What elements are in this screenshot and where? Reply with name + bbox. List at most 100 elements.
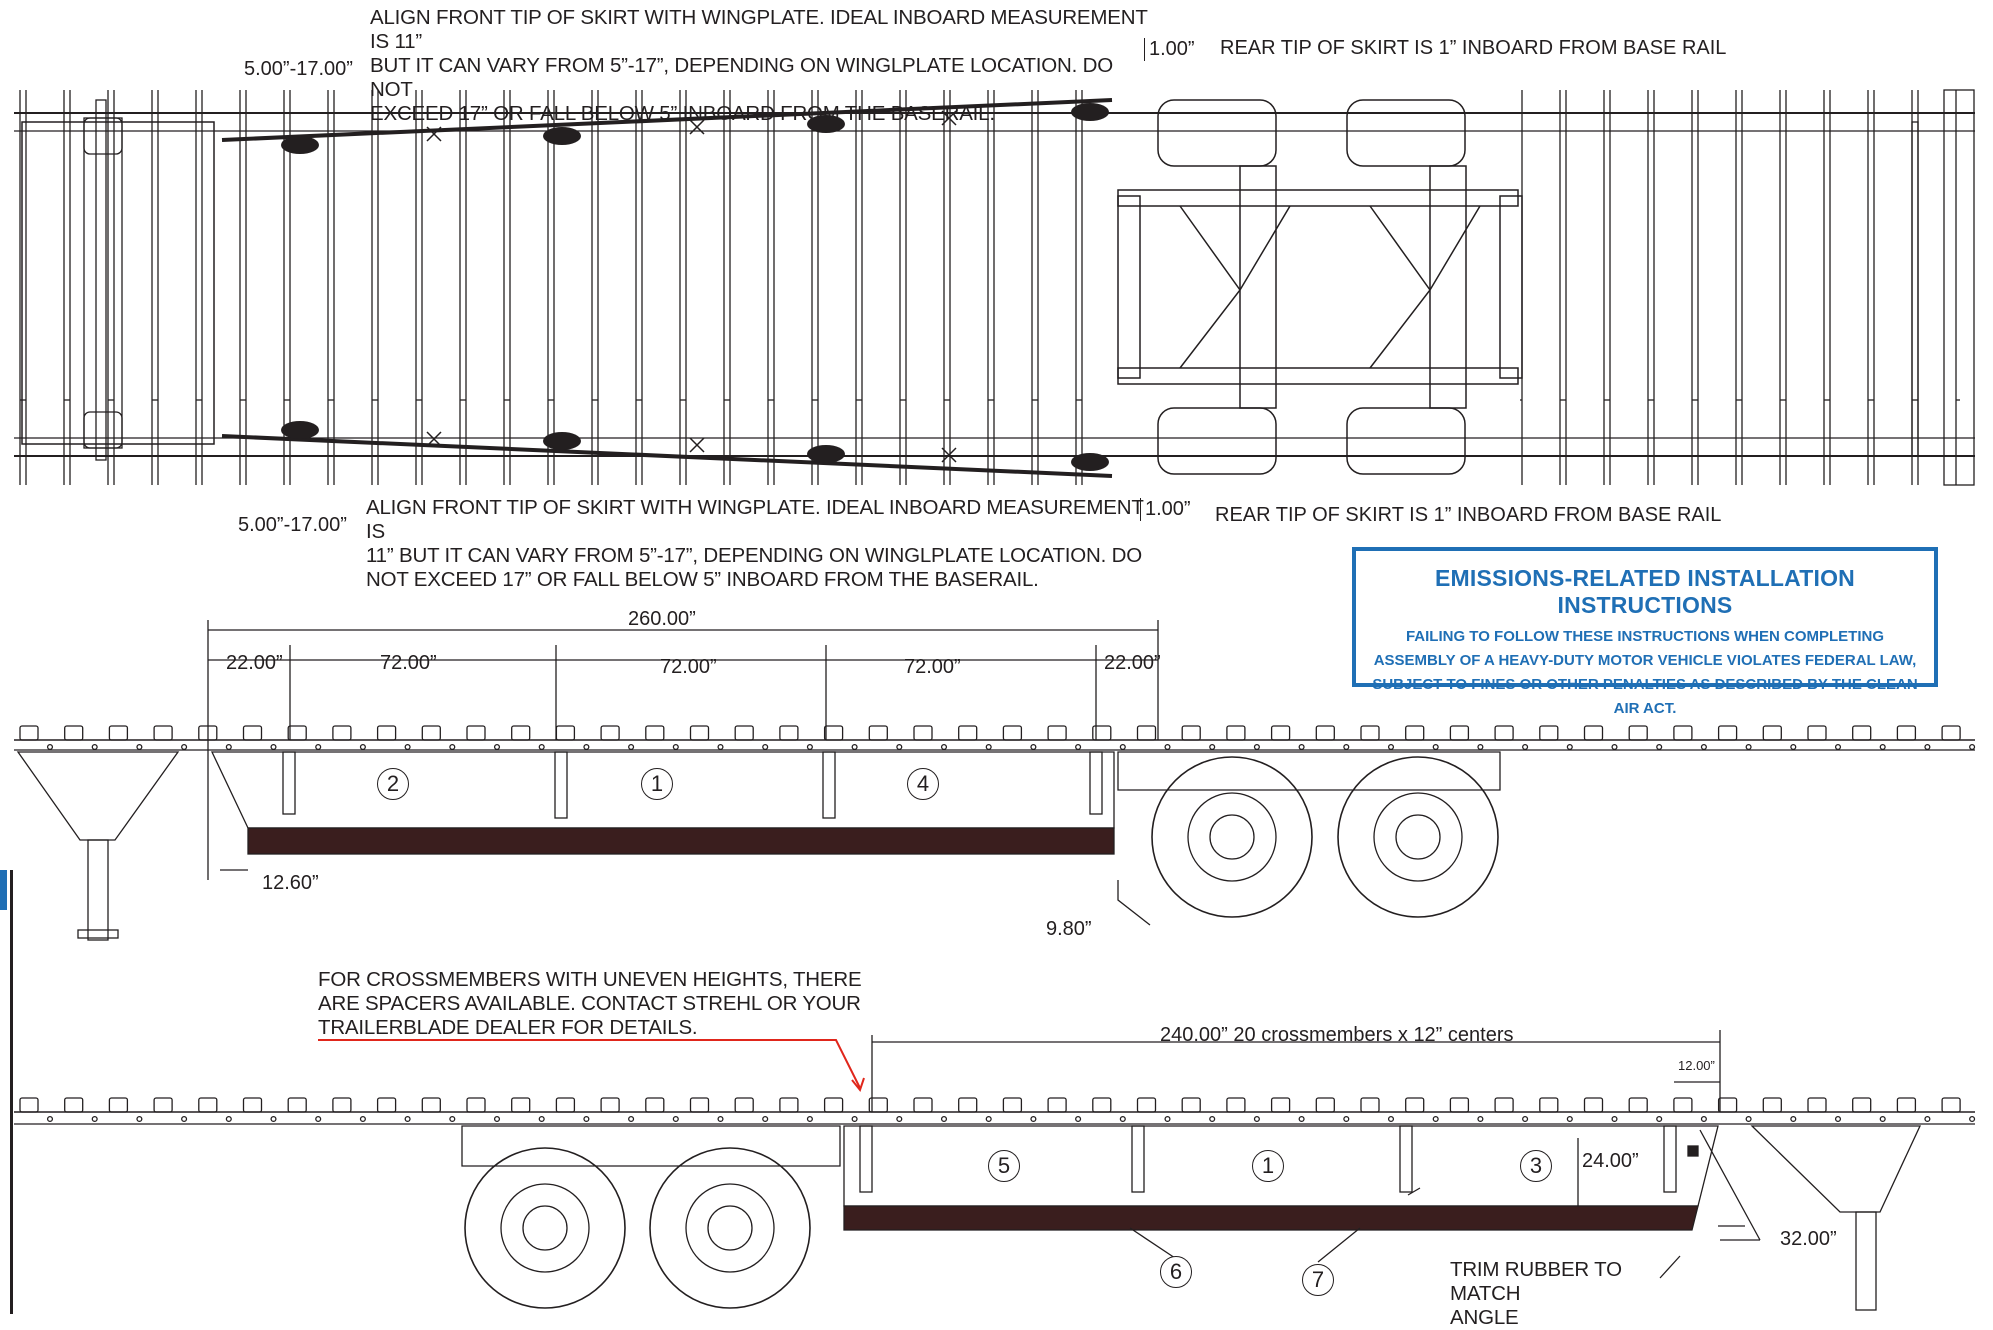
crossmember-head (645, 725, 665, 741)
rail-bolt (449, 1115, 456, 1123)
crossmember-head (779, 725, 799, 741)
crossmember-head (376, 1097, 397, 1113)
crossmember-head (108, 1097, 129, 1113)
crossmember-head (779, 1097, 799, 1113)
rail-bolt (940, 743, 948, 751)
rail-bolt (1700, 1115, 1707, 1123)
crossmember-head (1673, 725, 1693, 741)
skirt-height-dim: 24.00” (1582, 1150, 1639, 1172)
crossmember-head (958, 1097, 978, 1113)
crossmember-head (1494, 725, 1514, 741)
crossmember-head (1360, 725, 1380, 741)
rear-dim-lower: 1.00” (1140, 498, 1191, 521)
overall-length-dim: 260.00” (628, 608, 696, 630)
rail-bolt (672, 743, 679, 751)
crossmember-head (1181, 1097, 1201, 1113)
crossmember-head (1941, 1097, 1961, 1113)
rail-bolt (1969, 743, 1976, 751)
rail-bolt (1700, 743, 1707, 751)
rail-bolt (181, 1115, 188, 1123)
crossmember-head (645, 1097, 665, 1113)
crossmember-head (555, 725, 576, 741)
rail-bolt (1879, 743, 1886, 751)
crossmember-head (1628, 725, 1648, 741)
crossmember-head (555, 1097, 576, 1113)
callout-7: 7 (1302, 1264, 1334, 1296)
crossmember-head (287, 1097, 307, 1113)
crossmember-head (1717, 725, 1738, 741)
rail-bolt (940, 1115, 948, 1123)
side-view-upper (14, 620, 1976, 941)
rail-bolt (1119, 1115, 1126, 1123)
rail-bolt (46, 743, 54, 751)
crossmember-head (1136, 1097, 1157, 1113)
rail-bolt (225, 743, 232, 751)
panel-number-1: 1 (641, 768, 673, 800)
crossmember-head (913, 725, 933, 741)
crossmember-head (734, 725, 754, 741)
rail-bolt (806, 1115, 813, 1123)
crossmember-head (511, 1097, 531, 1113)
rail-bolt (1924, 1115, 1931, 1123)
rail-bolt (359, 743, 366, 751)
rail-bolt (1566, 1115, 1573, 1123)
rail-bolt (404, 743, 411, 751)
rail-bolt (1119, 743, 1126, 751)
crossmember-head (376, 725, 397, 741)
crossmember-head (1449, 1097, 1470, 1113)
rail-bolt (851, 743, 858, 751)
panel-number-5: 5 (988, 1150, 1020, 1182)
crossmember-head (1315, 725, 1335, 741)
rail-bolt (1387, 1115, 1395, 1123)
crossmember-head (1762, 725, 1782, 741)
rear-dim-upper: 1.00” (1144, 38, 1195, 61)
rail-bolt (1253, 743, 1260, 751)
rail-bolt (1432, 1115, 1439, 1123)
rail-bolt (91, 1115, 98, 1123)
rail-bolt (717, 1115, 724, 1123)
panel-number-1b: 1 (1252, 1150, 1284, 1182)
rail-bolt (1298, 1115, 1305, 1123)
crossmember-head (1896, 725, 1917, 741)
rail-bolt (717, 743, 724, 751)
rail-bolt (1432, 743, 1439, 751)
rail-bolt (91, 743, 98, 751)
crossmember-head (1226, 725, 1246, 741)
crossmember-head (19, 725, 39, 741)
side-view-lower (14, 1030, 1976, 1311)
crossmember-head (600, 1097, 620, 1113)
rail-bolt (270, 1115, 277, 1123)
rail-bolt (225, 1115, 232, 1123)
crossmember-head (1494, 1097, 1514, 1113)
rear-offset-dim: 9.80” (1046, 918, 1092, 940)
emissions-title: EMISSIONS-RELATED INSTALLATION INSTRUCTI… (1435, 565, 1855, 618)
rail-bolt (1164, 1115, 1171, 1123)
rail-bolt (1253, 1115, 1260, 1123)
crossmember-head (1896, 1097, 1917, 1113)
crossmember-head (1762, 1097, 1782, 1113)
crossmember-head (198, 1097, 218, 1113)
rail-bolt (1834, 743, 1842, 751)
rear-note-lower: REAR TIP OF SKIRT IS 1” INBOARD FROM BAS… (1215, 504, 1722, 526)
crossmember-head (958, 725, 978, 741)
crossmember-head (1449, 725, 1470, 741)
rail-bolt (806, 743, 813, 751)
crossmember-head (689, 1097, 710, 1113)
crossmember-head (332, 1097, 352, 1113)
rail-bolt (1924, 743, 1931, 751)
rail-bolt (1790, 1115, 1797, 1123)
crossmember-head (823, 1097, 844, 1113)
rail-bolt (896, 1115, 903, 1123)
rail-bolt (1209, 743, 1216, 751)
rail-bolt (1745, 743, 1752, 751)
crossmember-head (1136, 725, 1157, 741)
crossmember-head (64, 1097, 84, 1113)
crossmember-head (1405, 725, 1425, 741)
crossmember-head (734, 1097, 754, 1113)
rail-bolt (46, 1115, 54, 1123)
rail-bolt (449, 743, 456, 751)
crossmember-head (1583, 725, 1604, 741)
crossmember-head (1852, 725, 1872, 741)
rail-bolt (628, 1115, 635, 1123)
rail-bolt (181, 743, 188, 751)
